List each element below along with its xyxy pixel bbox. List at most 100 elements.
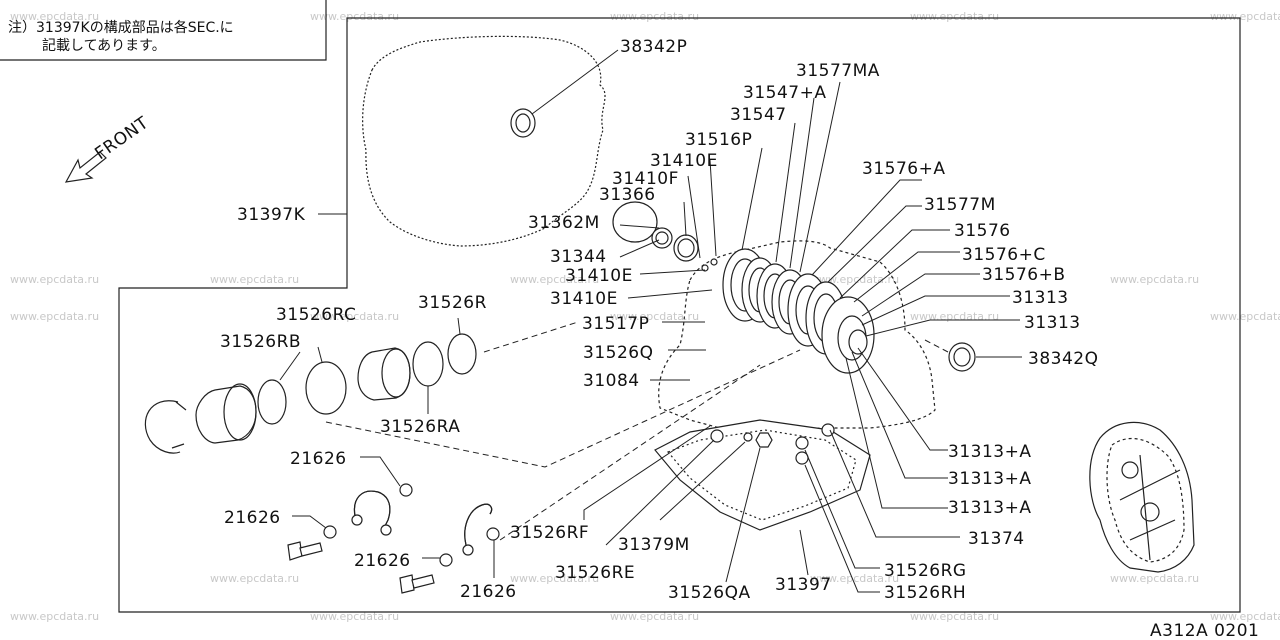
note-box: 注）31397Kの構成部品は各SEC.に 記載してあります。 bbox=[0, 0, 327, 61]
watermark: www.epcdata.ru bbox=[1210, 610, 1280, 623]
washer-21626 bbox=[323, 525, 337, 539]
label-31526R: 31526R bbox=[418, 293, 487, 313]
note-line-1: 注）31397Kの構成部品は各SEC.に bbox=[8, 20, 234, 36]
washer-21626 bbox=[486, 527, 500, 541]
clutch-stack bbox=[612, 201, 976, 374]
front-label: FRONT bbox=[91, 113, 152, 164]
watermark: www.epcdata.ru bbox=[210, 572, 299, 585]
pipes-bolts bbox=[287, 483, 500, 594]
watermark: www.epcdata.ru bbox=[1210, 310, 1280, 323]
servo-piston-31526RB bbox=[195, 385, 257, 444]
label-31313A-a: 31313+A bbox=[948, 442, 1031, 462]
washer-21626 bbox=[439, 553, 453, 567]
watermark: www.epcdata.ru bbox=[1210, 10, 1280, 23]
label-38342P: 38342P bbox=[620, 37, 687, 57]
label-31313A-b: 31313+A bbox=[948, 469, 1031, 489]
label-31526RA: 31526RA bbox=[380, 417, 460, 437]
label-31374: 31374 bbox=[968, 529, 1025, 549]
part-31344 bbox=[651, 227, 673, 249]
seal-31526RC bbox=[305, 361, 347, 415]
seal-31526RA bbox=[412, 341, 444, 387]
diagram-code: A312A 0201 bbox=[1150, 621, 1259, 640]
label-31410E-top: 31410E bbox=[650, 151, 718, 171]
part-31410E-a bbox=[701, 264, 709, 272]
label-21626-b: 21626 bbox=[224, 508, 281, 528]
label-31526RE: 31526RE bbox=[555, 563, 635, 583]
watermark: www.epcdata.ru bbox=[910, 610, 999, 623]
magnet-31526RG bbox=[795, 436, 809, 450]
label-21626-d: 21626 bbox=[460, 582, 517, 602]
note-line-2: 記載してあります。 bbox=[42, 37, 166, 54]
label-31576B: 31576+B bbox=[982, 265, 1066, 285]
label-31526Q: 31526Q bbox=[583, 343, 653, 363]
label-31379M: 31379M bbox=[618, 535, 690, 555]
label-31547A: 31547+A bbox=[743, 83, 826, 103]
label-21626-c: 21626 bbox=[354, 551, 411, 571]
servo-piston-31526RA bbox=[357, 347, 411, 401]
label-31516P: 31516P bbox=[685, 130, 752, 150]
label-31547: 31547 bbox=[730, 105, 787, 125]
drain-plug-31526QA bbox=[755, 432, 773, 448]
watermark: www.epcdata.ru bbox=[310, 610, 399, 623]
bolt bbox=[287, 541, 303, 561]
watermark: www.epcdata.ru bbox=[1110, 572, 1199, 585]
note-box-border bbox=[0, 0, 327, 61]
label-31362M: 31362M bbox=[528, 213, 600, 233]
seal-38342P bbox=[510, 108, 536, 138]
label-31410E-mid: 31410E bbox=[565, 266, 633, 286]
magnet-31379M bbox=[710, 429, 724, 443]
transmission-case bbox=[658, 240, 936, 433]
watermark: www.epcdata.ru bbox=[10, 10, 99, 23]
watermark: www.epcdata.ru bbox=[910, 310, 999, 323]
part-31313 bbox=[848, 329, 868, 355]
label-38342Q: 38342Q bbox=[1028, 349, 1098, 369]
label-31397K: 31397K bbox=[237, 205, 306, 225]
oil-pan bbox=[654, 419, 871, 531]
label-31084: 31084 bbox=[583, 371, 640, 391]
label-21626-a: 21626 bbox=[290, 449, 347, 469]
watermark: www.epcdata.ru bbox=[210, 273, 299, 286]
watermark: www.epcdata.ru bbox=[810, 572, 899, 585]
front-arrow-icon bbox=[64, 151, 107, 183]
watermark: www.epcdata.ru bbox=[810, 273, 899, 286]
assembly-frame bbox=[118, 17, 1241, 613]
watermark: www.epcdata.ru bbox=[310, 10, 399, 23]
front-arrow: FRONT bbox=[64, 113, 153, 183]
seal-31526RB bbox=[257, 379, 287, 425]
watermark: www.epcdata.ru bbox=[510, 273, 599, 286]
label-31526RH: 31526RH bbox=[884, 583, 966, 603]
label-31576A: 31576+A bbox=[862, 159, 945, 179]
servo-assembly bbox=[144, 333, 477, 454]
label-31526RC: 31526RC bbox=[276, 305, 356, 325]
label-31313A-c: 31313+A bbox=[948, 498, 1031, 518]
watermark: www.epcdata.ru bbox=[910, 10, 999, 23]
label-31577MA: 31577MA bbox=[796, 61, 880, 81]
washer-21626 bbox=[399, 483, 413, 497]
label-31410F: 31410F bbox=[612, 169, 679, 189]
label-31344: 31344 bbox=[550, 247, 607, 267]
label-31397: 31397 bbox=[775, 575, 832, 595]
label-31526RF: 31526RF bbox=[510, 523, 589, 543]
watermark: www.epcdata.ru bbox=[610, 310, 699, 323]
seal-38342Q bbox=[948, 342, 976, 372]
label-31577M: 31577M bbox=[924, 195, 996, 215]
watermark: www.epcdata.ru bbox=[510, 572, 599, 585]
part-31410F bbox=[710, 258, 718, 266]
watermark: www.epcdata.ru bbox=[1110, 273, 1199, 286]
label-31410E-low: 31410E bbox=[550, 289, 618, 309]
leader-lines bbox=[279, 49, 1022, 593]
seal-31526R bbox=[447, 333, 477, 375]
label-31366: 31366 bbox=[599, 185, 656, 205]
label-31517P: 31517P bbox=[582, 314, 649, 334]
label-31313-b: 31313 bbox=[1024, 313, 1081, 333]
converter-housing bbox=[362, 35, 606, 247]
label-31526RB: 31526RB bbox=[220, 332, 301, 352]
watermark: www.epcdata.ru bbox=[10, 273, 99, 286]
part-31362M bbox=[612, 201, 658, 243]
watermark: www.epcdata.ru bbox=[610, 10, 699, 23]
part-labels: 38342P 31577MA 31547+A 31547 31516P 3141… bbox=[220, 37, 1098, 603]
label-31576: 31576 bbox=[954, 221, 1011, 241]
watermark: www.epcdata.ru bbox=[610, 610, 699, 623]
label-31313-a: 31313 bbox=[1012, 288, 1069, 308]
